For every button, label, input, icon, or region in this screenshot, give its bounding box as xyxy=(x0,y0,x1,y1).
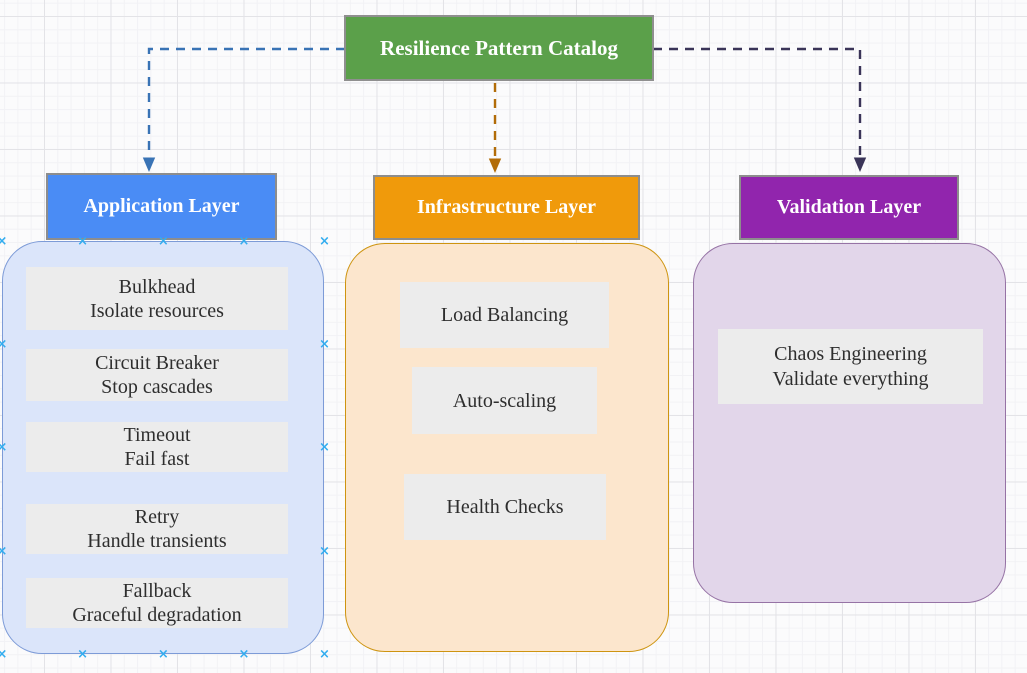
edge-arrowhead xyxy=(488,158,502,173)
node-retry[interactable]: Retry Handle transients xyxy=(26,504,288,554)
connection-point-marker[interactable]: × xyxy=(77,233,89,249)
item-subtitle: Isolate resources xyxy=(90,299,224,322)
connection-point-marker[interactable]: × xyxy=(0,647,8,662)
item-subtitle: Validate everything xyxy=(772,367,929,390)
item-title: Load Balancing xyxy=(440,304,569,326)
edge-line[interactable] xyxy=(147,47,345,157)
item-title: Chaos Engineering xyxy=(774,342,927,365)
connection-point-marker[interactable]: × xyxy=(0,543,8,559)
item-title: Bulkhead xyxy=(118,275,196,298)
node-infrastructure-layer-header[interactable]: Infrastructure Layer xyxy=(373,175,640,240)
item-title: Health Checks xyxy=(446,496,564,518)
node-timeout[interactable]: Timeout Fail fast xyxy=(26,422,288,472)
edge-to-validation-layer[interactable] xyxy=(653,47,867,172)
node-load-balancing[interactable]: Load Balancing xyxy=(400,282,609,348)
node-circuit-breaker[interactable]: Circuit Breaker Stop cascades xyxy=(26,349,288,401)
connection-point-marker[interactable]: × xyxy=(0,336,8,352)
edge-to-infrastructure-layer[interactable] xyxy=(488,83,502,173)
connection-point-marker[interactable]: × xyxy=(157,647,169,662)
item-title: Timeout xyxy=(123,424,191,446)
edge-line[interactable] xyxy=(653,47,862,157)
connection-point-marker[interactable]: × xyxy=(319,647,330,662)
header-label: Infrastructure Layer xyxy=(416,196,597,218)
node-health-checks[interactable]: Health Checks xyxy=(404,474,606,540)
item-subtitle: Graceful degradation xyxy=(72,604,242,626)
connection-point-marker[interactable]: × xyxy=(77,647,89,662)
container-infrastructure-layer[interactable]: Load Balancing Auto-scaling Health Check… xyxy=(345,243,669,652)
connection-point-marker[interactable]: × xyxy=(319,233,330,249)
item-subtitle: Fail fast xyxy=(124,448,190,470)
container-application-layer[interactable]: Bulkhead Isolate resources Circuit Break… xyxy=(2,241,324,654)
item-title: Retry xyxy=(134,506,180,528)
node-auto-scaling[interactable]: Auto-scaling xyxy=(412,367,597,434)
connection-point-marker[interactable]: × xyxy=(157,233,169,249)
edge-to-application-layer[interactable] xyxy=(142,47,345,172)
node-chaos-engineering[interactable]: Chaos Engineering Validate everything xyxy=(718,329,983,404)
connection-point-marker[interactable]: × xyxy=(238,647,250,662)
item-subtitle: Stop cascades xyxy=(101,376,213,398)
node-fallback[interactable]: Fallback Graceful degradation xyxy=(26,578,288,628)
title-node-label: Resilience Pattern Catalog xyxy=(380,35,618,60)
connection-point-marker[interactable]: × xyxy=(0,233,8,249)
item-title: Fallback xyxy=(122,580,192,602)
container-validation-layer[interactable]: Chaos Engineering Validate everything xyxy=(693,243,1006,603)
item-title: Circuit Breaker xyxy=(95,352,219,374)
connection-point-marker[interactable]: × xyxy=(319,543,330,559)
node-bulkhead[interactable]: Bulkhead Isolate resources xyxy=(26,267,288,330)
edge-arrowhead xyxy=(142,157,156,172)
edge-arrowhead xyxy=(853,157,867,172)
item-title: Auto-scaling xyxy=(452,389,557,412)
connection-point-marker[interactable]: × xyxy=(238,233,250,249)
connection-point-marker[interactable]: × xyxy=(0,440,8,456)
connection-point-marker[interactable]: × xyxy=(319,440,330,456)
item-subtitle: Handle transients xyxy=(87,530,227,552)
node-resilience-pattern-catalog[interactable]: Resilience Pattern Catalog xyxy=(344,15,654,81)
node-application-layer-header[interactable]: Application Layer xyxy=(46,173,277,240)
header-label: Validation Layer xyxy=(776,196,922,218)
node-validation-layer-header[interactable]: Validation Layer xyxy=(739,175,959,240)
header-label: Application Layer xyxy=(83,195,240,217)
connection-point-marker[interactable]: × xyxy=(319,336,330,352)
